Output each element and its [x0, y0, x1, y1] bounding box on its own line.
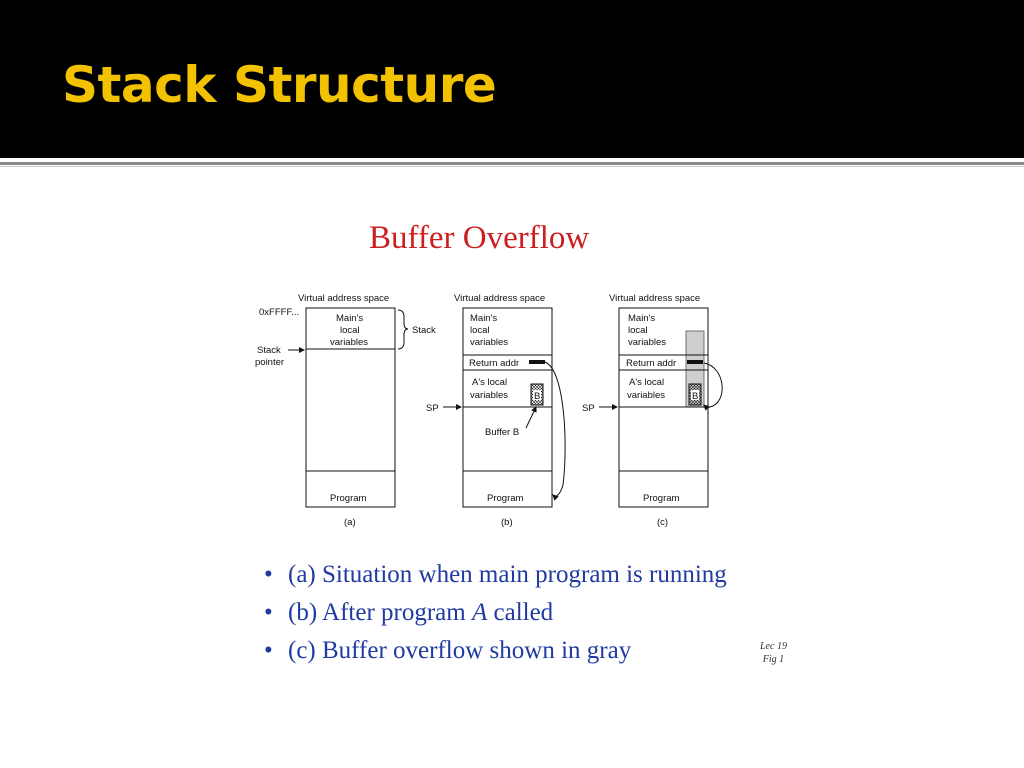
panel-c-a-vars-1: A's local	[629, 377, 664, 388]
panel-b-buffer-label-bg	[533, 390, 541, 400]
bullet-list: • (a) Situation when main program is run…	[262, 558, 727, 672]
panel-b-program: Program	[487, 493, 524, 504]
panel-a: Virtual address space 0xFFFF... Main's l…	[255, 293, 436, 528]
panel-b-main-vars-1: Main's	[470, 313, 497, 324]
panel-c-main-vars-1: Main's	[628, 313, 655, 324]
panel-a-main-vars-3: variables	[330, 337, 368, 348]
bullet-item: • (c) Buffer overflow shown in gray	[262, 634, 727, 672]
figure-reference: Lec 19 Fig 1	[760, 640, 787, 666]
bullet-dot: •	[264, 637, 273, 664]
panel-c-main-vars-2: local	[628, 325, 648, 336]
panel-a-caption: (a)	[344, 517, 356, 528]
panel-c-header: Virtual address space	[609, 293, 700, 304]
panel-c-sp-label: SP	[582, 403, 595, 414]
reference-line-2: Fig 1	[762, 654, 785, 665]
panel-c-return-addr-marker	[687, 360, 703, 364]
bullet-item: • (a) Situation when main program is run…	[262, 558, 727, 596]
panel-a-main-vars-1: Main's	[336, 313, 363, 324]
buffer-b-pointer	[525, 406, 537, 429]
reference-line-1: Lec 19	[760, 641, 787, 652]
panel-b-main-vars-3: variables	[470, 337, 508, 348]
stack-brace	[397, 309, 409, 350]
panel-c-caption: (c)	[657, 517, 668, 528]
top-address-label: 0xFFFF...	[259, 307, 299, 318]
bullet-item: • (b) After program A called	[262, 596, 727, 634]
bullet-text-italic: A	[471, 599, 488, 626]
bullet-text: (a) Situation when main program is runni…	[288, 561, 727, 588]
panel-c-return-addr: Return addr	[626, 358, 676, 369]
bullet-text-before: (b) After program	[288, 599, 472, 626]
panel-b-sp-label: SP	[426, 403, 439, 414]
panel-c: Virtual address space Main's local varia…	[582, 293, 723, 528]
panel-a-header: Virtual address space	[298, 293, 389, 304]
panel-c-buffer-letter: B	[692, 391, 698, 402]
bullet-text: (c) Buffer overflow shown in gray	[288, 637, 632, 664]
buffer-b-label: Buffer B	[485, 427, 519, 438]
bullet-dot: •	[264, 599, 273, 626]
panel-b-buffer-letter: B	[534, 391, 540, 402]
panel-c-a-vars-2: variables	[627, 390, 665, 401]
panel-a-main-vars-2: local	[340, 325, 360, 336]
title-bar	[0, 0, 1024, 158]
bullet-dot: •	[264, 561, 273, 588]
panel-a-frame	[305, 307, 396, 508]
divider-line	[0, 162, 1024, 165]
panel-c-return-arrow	[703, 362, 723, 411]
panel-b-main-vars-2: local	[470, 325, 490, 336]
slide-title: Stack Structure	[62, 56, 497, 114]
figure-title: Buffer Overflow	[369, 220, 590, 256]
stack-label: Stack	[412, 325, 436, 336]
panel-b-return-addr-marker	[529, 360, 545, 364]
panel-b-header: Virtual address space	[454, 293, 545, 304]
bullet-text-after: called	[487, 599, 554, 626]
panel-c-program: Program	[643, 493, 680, 504]
panel-c-buffer-label-bg	[691, 390, 699, 400]
panel-b-caption: (b)	[501, 517, 513, 528]
stack-pointer-label-2: pointer	[255, 357, 284, 368]
divider-line-thin	[0, 166, 1024, 167]
panel-a-program: Program	[330, 493, 367, 504]
panel-c-main-vars-3: variables	[628, 337, 666, 348]
panel-b-a-vars-2: variables	[470, 390, 508, 401]
stack-pointer-label-1: Stack	[257, 345, 281, 356]
panel-b-a-vars-1: A's local	[472, 377, 507, 388]
panel-b-return-arrow	[544, 361, 566, 501]
stack-diagram: Virtual address space 0xFFFF... Main's l…	[255, 293, 723, 528]
panel-b-return-addr: Return addr	[469, 358, 519, 369]
panel-b: Virtual address space Main's local varia…	[426, 293, 566, 528]
